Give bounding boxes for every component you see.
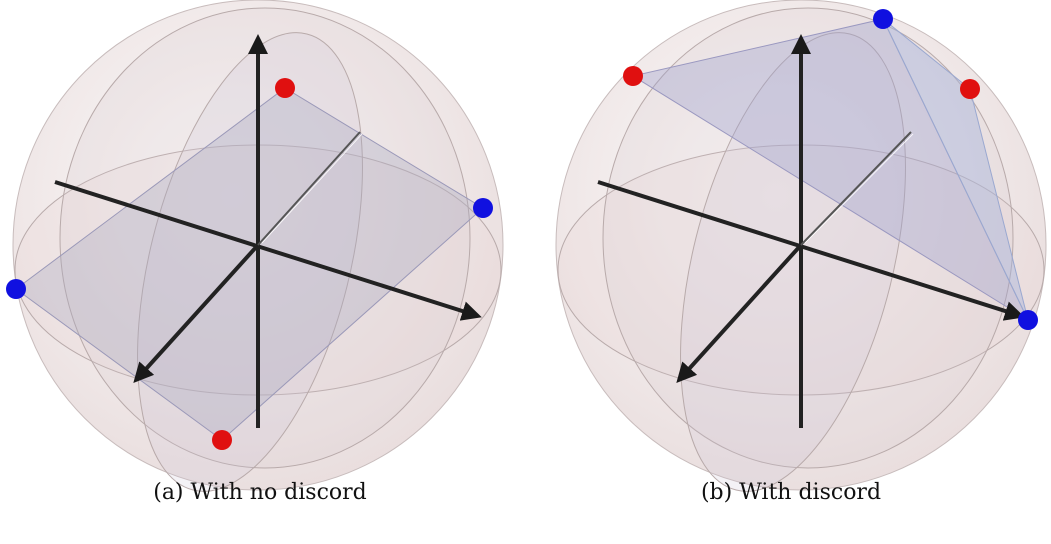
tilted-great-circle bbox=[680, 32, 906, 492]
blue-point bbox=[1018, 310, 1038, 330]
axis-depth-highlight bbox=[804, 133, 914, 244]
bloch-sphere-b bbox=[555, 0, 1047, 492]
axis-x bbox=[676, 243, 803, 383]
red-point bbox=[275, 78, 295, 98]
axis-y bbox=[54, 180, 482, 321]
blue-point bbox=[473, 198, 493, 218]
blue-point bbox=[873, 9, 893, 29]
blue-point bbox=[6, 279, 26, 299]
tilted-great-circle bbox=[137, 32, 363, 492]
red-point bbox=[212, 430, 232, 450]
figure-panel-a: (a) With no discord bbox=[0, 0, 520, 544]
figure-panel-b: (b) With discord bbox=[531, 0, 1051, 544]
axis-depth-highlight bbox=[261, 133, 363, 244]
axis-depth bbox=[257, 131, 361, 246]
axis-y bbox=[597, 180, 1025, 321]
red-point bbox=[623, 66, 643, 86]
state-region-face bbox=[882, 18, 1029, 321]
bloch-sphere-a bbox=[6, 0, 504, 492]
red-point bbox=[960, 79, 980, 99]
axis-x bbox=[133, 243, 260, 383]
axis-depth bbox=[800, 131, 912, 246]
caption-b: (b) With discord bbox=[700, 480, 882, 505]
caption-a: (a) With no discord bbox=[153, 480, 367, 505]
